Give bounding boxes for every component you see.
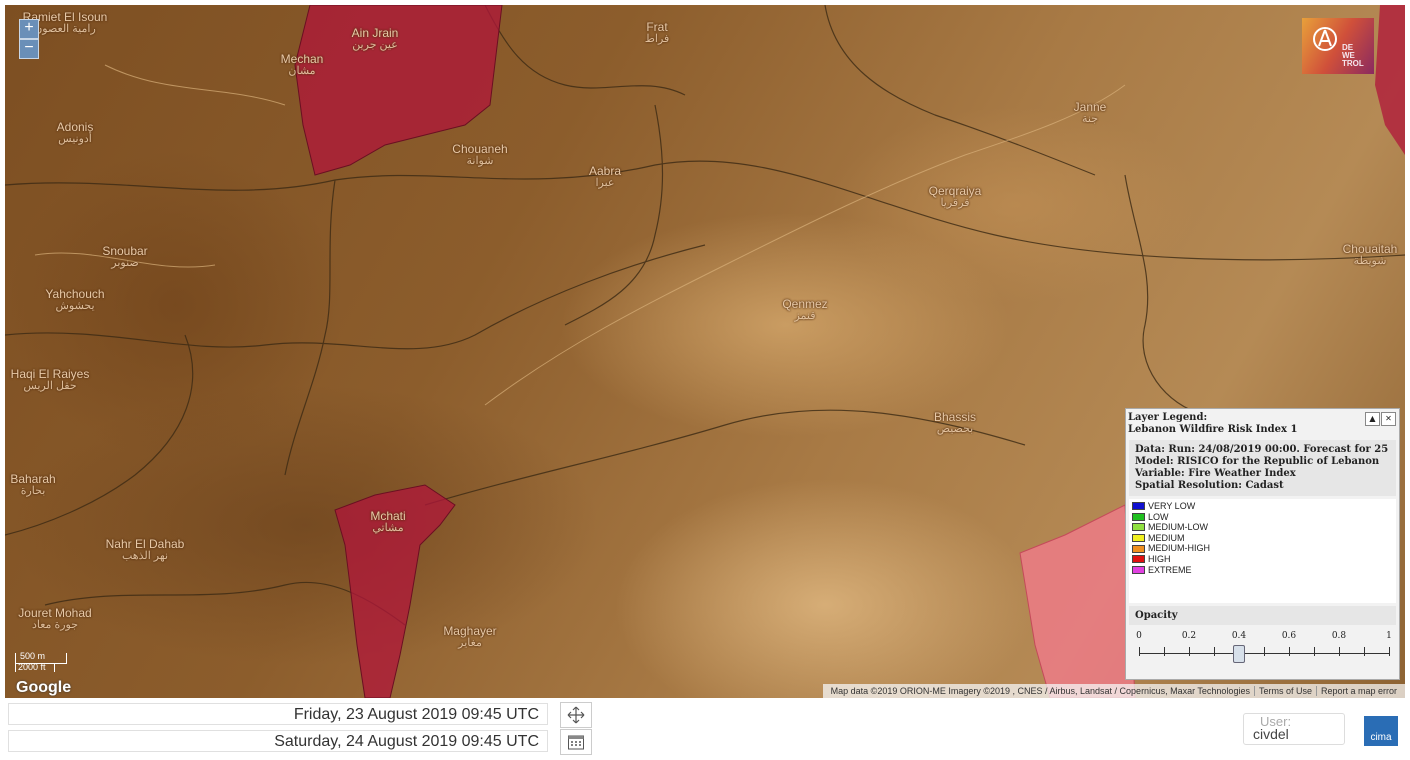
legend-header: Layer Legend: Lebanon Wildfire Risk Inde…: [1126, 409, 1399, 440]
opacity-tick: [1339, 647, 1340, 656]
legend-title: Layer Legend:: [1128, 412, 1208, 423]
legend-item: HIGH: [1132, 554, 1393, 565]
time-controls: Friday, 23 August 2019 09:45 UTC Saturda…: [0, 698, 1410, 758]
legend-item: EXTREME: [1132, 565, 1393, 576]
center-arrows-icon[interactable]: [560, 702, 592, 728]
legend-item: LOW: [1132, 512, 1393, 523]
opacity-tick: [1314, 647, 1315, 656]
legend-swatch: [1132, 555, 1145, 564]
opacity-tick-label: 0.4: [1231, 631, 1247, 641]
opacity-tick: [1289, 647, 1290, 656]
scale-imperial: 2000 ft: [18, 662, 46, 672]
attribution-text: Map data ©2019 ORION-ME Imagery ©2019 , …: [830, 686, 1250, 696]
opacity-tick-label: 0.8: [1331, 631, 1347, 641]
logo-text: DE WE TROL: [1342, 43, 1364, 68]
legend-data-line: Data: Run: 24/08/2019 00:00. Forecast fo…: [1135, 444, 1389, 455]
user-widget[interactable]: User: civdel: [1243, 713, 1345, 745]
legend-item-list: VERY LOW LOW MEDIUM-LOW MEDIUM MEDIUM-HI…: [1129, 499, 1396, 603]
user-label: User:: [1260, 714, 1292, 729]
legend-item-label: EXTREME: [1148, 564, 1192, 575]
date-from-field[interactable]: Friday, 23 August 2019 09:45 UTC: [8, 703, 548, 725]
legend-swatch: [1132, 502, 1145, 511]
scale-bar: 500 m 2000 ft: [15, 651, 67, 672]
legend-item: MEDIUM-HIGH: [1132, 543, 1393, 554]
date-to-field[interactable]: Saturday, 24 August 2019 09:45 UTC: [8, 730, 548, 752]
zoom-out-button[interactable]: −: [19, 39, 39, 59]
legend-item-label: HIGH: [1148, 553, 1171, 564]
legend-item: VERY LOW: [1132, 501, 1393, 512]
close-button[interactable]: ✕: [1381, 412, 1396, 426]
opacity-tick: [1389, 647, 1390, 656]
opacity-tick: [1214, 647, 1215, 656]
layer-legend-panel: Layer Legend: Lebanon Wildfire Risk Inde…: [1125, 408, 1400, 680]
opacity-tick: [1364, 647, 1365, 656]
legend-item-label: VERY LOW: [1148, 501, 1196, 511]
calendar-button[interactable]: [560, 729, 592, 755]
opacity-tick-label: 0.6: [1281, 631, 1297, 641]
opacity-tick-label: 1: [1386, 631, 1392, 641]
terms-link[interactable]: Terms of Use: [1253, 686, 1316, 696]
legend-swatch: [1132, 512, 1145, 521]
legend-item: MEDIUM-LOW: [1132, 522, 1393, 533]
legend-swatch: [1132, 544, 1145, 553]
legend-resolution-line: Spatial Resolution: Cadast: [1135, 480, 1284, 491]
legend-item-label: MEDIUM: [1148, 532, 1185, 543]
google-logo: Google: [16, 679, 72, 696]
opacity-slider[interactable]: 0 0.2 0.4 0.6 0.8 1: [1129, 625, 1396, 669]
opacity-title: Opacity: [1129, 606, 1396, 625]
cima-logo: cima: [1364, 716, 1398, 746]
scale-metric: 500 m: [20, 651, 46, 661]
collapse-button[interactable]: ▲: [1365, 412, 1380, 426]
legend-swatch: [1132, 523, 1145, 532]
opacity-tick: [1264, 647, 1265, 656]
user-name: civdel: [1253, 726, 1289, 742]
opacity-tick: [1139, 647, 1140, 656]
opacity-tick-label: 0: [1136, 631, 1142, 641]
legend-info: Data: Run: 24/08/2019 00:00. Forecast fo…: [1129, 440, 1396, 496]
legend-layer-name: Lebanon Wildfire Risk Index 1: [1128, 424, 1298, 435]
legend-model-line: Model: RISICO for the Republic of Lebano…: [1135, 456, 1380, 467]
compass-icon: [1313, 27, 1337, 51]
legend-variable-line: Variable: Fire Weather Index: [1135, 468, 1296, 479]
map-attribution: Map data ©2019 ORION-ME Imagery ©2019 , …: [822, 684, 1405, 698]
opacity-slider-thumb[interactable]: [1233, 645, 1245, 663]
move-icon: [567, 706, 585, 724]
calendar-icon: [568, 735, 584, 750]
legend-item-label: MEDIUM-HIGH: [1148, 543, 1210, 554]
map-overlay: [5, 5, 1405, 698]
opacity-tick-label: 0.2: [1181, 631, 1197, 641]
zoom-in-button[interactable]: +: [19, 19, 39, 39]
dewetra-logo: DE WE TROL: [1302, 18, 1374, 74]
legend-swatch: [1132, 534, 1145, 543]
report-error-link[interactable]: Report a map error: [1315, 686, 1401, 696]
opacity-tick: [1189, 647, 1190, 656]
legend-item: MEDIUM: [1132, 533, 1393, 544]
legend-item-label: MEDIUM-LOW: [1148, 522, 1208, 533]
legend-controls: ▲ ✕: [1365, 412, 1396, 426]
opacity-tick: [1164, 647, 1165, 656]
legend-item-label: LOW: [1148, 511, 1169, 522]
legend-swatch: [1132, 565, 1145, 574]
